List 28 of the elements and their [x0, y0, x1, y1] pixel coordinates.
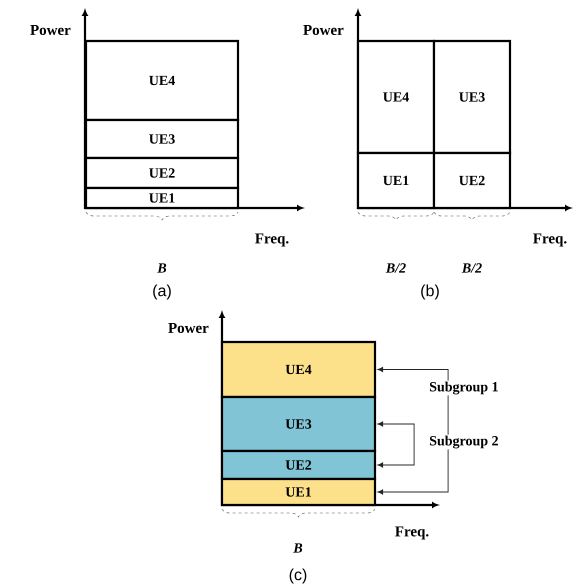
power-block: UE3	[220, 396, 376, 452]
power-block: UE1	[220, 478, 376, 506]
panel-label: (b)	[421, 284, 439, 300]
power-block: UE2	[220, 450, 376, 480]
bandwidth-label: B/2	[386, 263, 406, 273]
power-block: UE1	[84, 186, 240, 210]
bandwidth-label: B	[293, 543, 302, 553]
edge-label: Subgroup 2	[430, 436, 498, 448]
panel-label: (a)	[153, 284, 171, 300]
power-block: UE3	[432, 40, 512, 154]
axis-label: Power	[168, 323, 208, 333]
power-block: UE4	[356, 40, 436, 154]
power-block: UE2	[84, 156, 240, 190]
axis-label: Freq.	[533, 234, 566, 247]
bracket-arrow	[377, 366, 449, 495]
panel-label: (c)	[290, 568, 306, 584]
edge-label: Subgroup 1	[430, 382, 498, 394]
axis-label: Freq.	[395, 526, 428, 540]
power-block: UE3	[84, 118, 240, 160]
bandwidth-label: B/2	[462, 263, 482, 273]
bracket-arrow	[377, 421, 415, 468]
power-block: UE4	[220, 340, 376, 398]
axis-label: Power	[303, 25, 344, 35]
power-block: UE2	[432, 152, 512, 210]
bandwidth-label: B	[157, 263, 166, 273]
power-block: UE1	[356, 152, 436, 210]
axis-label: Freq.	[255, 234, 288, 247]
axis-label: Power	[30, 25, 70, 35]
